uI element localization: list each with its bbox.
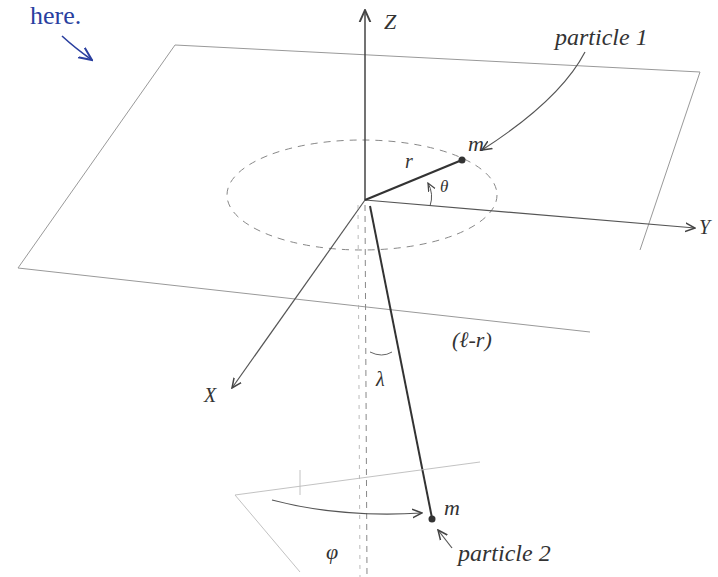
angle-label: φ [326, 540, 338, 564]
particle-label: particle 2 [458, 540, 551, 566]
lower-plane [235, 462, 480, 572]
phi-arrow [272, 500, 422, 514]
orbit-circle [227, 140, 497, 250]
axis-label: Y [699, 216, 710, 238]
note-text: here. [30, 2, 81, 31]
vertical-dashed [358, 205, 360, 577]
leader-line [482, 52, 585, 150]
horizontal-plane [18, 45, 700, 332]
particle-1-dot [459, 157, 466, 164]
angle-label: λ [376, 368, 385, 390]
lambda-arc [370, 352, 392, 355]
string-l-r [370, 206, 432, 518]
mass-label: m [444, 496, 460, 520]
y-axis [365, 200, 695, 228]
vertical-dashed [365, 205, 367, 577]
z-axis [364, 10, 366, 200]
particle-2-dot [429, 516, 436, 523]
mass-label: m [468, 132, 484, 156]
string-r [365, 160, 462, 200]
leader-line [438, 530, 452, 548]
length-label: r [405, 150, 413, 172]
x-axis [232, 200, 365, 388]
axis-label: Z [384, 10, 396, 34]
particle-label: particle 1 [555, 24, 648, 50]
pointer-arrow [62, 36, 92, 60]
length-label: (ℓ-r) [452, 328, 492, 352]
angle-label: θ [440, 178, 448, 197]
theta-arc [428, 183, 432, 206]
axis-label: X [204, 384, 216, 406]
